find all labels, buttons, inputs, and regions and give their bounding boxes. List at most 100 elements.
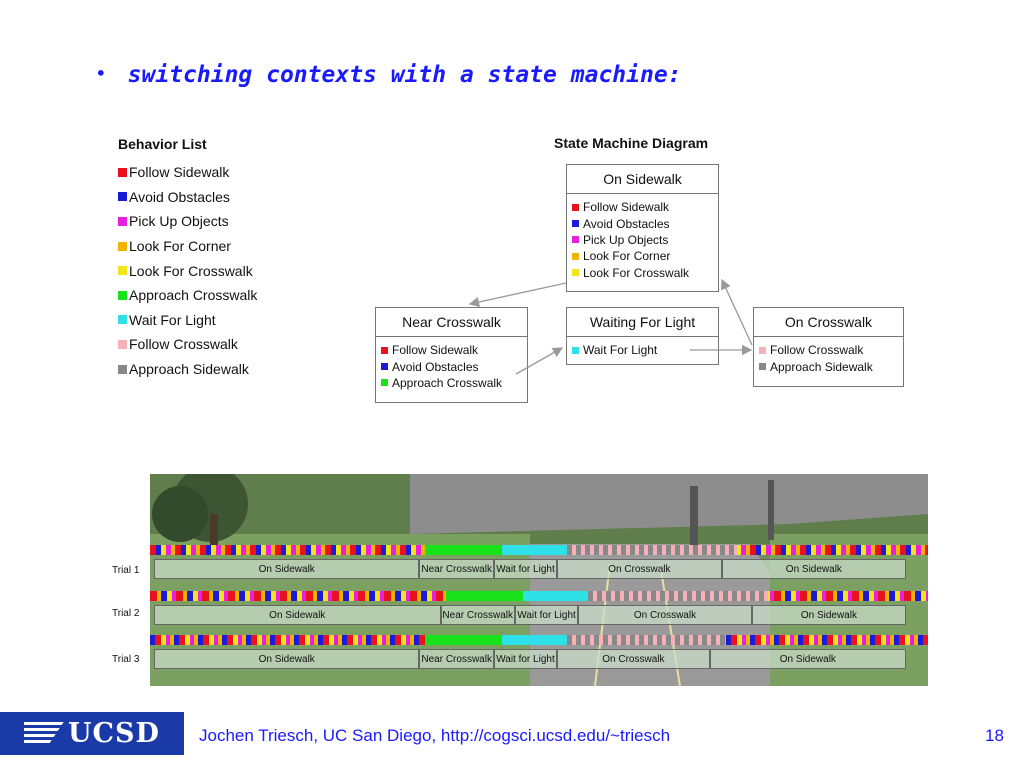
state-behavior-label: Follow Sidewalk: [583, 200, 670, 215]
state-behavior-label: Avoid Obstacles: [583, 216, 670, 231]
state-behavior-label: Look For Crosswalk: [583, 265, 690, 280]
state-waiting-for-light: Waiting For Light Wait For Light: [566, 307, 719, 365]
transition-arrow: [468, 282, 567, 308]
state-behavior: Pick Up Objects: [572, 232, 718, 248]
behavior-list: Follow Sidewalk Avoid Obstacles Pick Up …: [118, 160, 257, 381]
color-swatch: [118, 315, 127, 325]
timeline-segment: On Sidewalk: [709, 649, 906, 669]
state-behavior-label: Avoid Obstacles: [392, 359, 479, 374]
timeline-segment: Wait for Light: [514, 605, 579, 625]
color-swatch: [118, 266, 127, 276]
timeline-segment: On Sidewalk: [154, 649, 420, 669]
trial-label: Trial 3: [112, 654, 140, 665]
state-name: Near Crosswalk: [376, 308, 527, 337]
color-swatch: [759, 363, 766, 371]
state-behavior: Approach Sidewalk: [759, 358, 903, 374]
timeline-segment: Wait for Light: [493, 649, 558, 669]
behavior-item: Follow Sidewalk: [118, 160, 257, 185]
color-swatch: [118, 290, 127, 300]
state-name: Waiting For Light: [567, 308, 718, 337]
state-behavior: Wait For Light: [572, 342, 718, 358]
state-behavior: Follow Sidewalk: [572, 199, 718, 215]
state-on-crosswalk: On Crosswalk Follow Crosswalk Approach S…: [753, 307, 904, 387]
state-behavior: Avoid Obstacles: [381, 358, 527, 374]
color-swatch: [118, 364, 127, 374]
slide-title-text: switching contexts with a state machine:: [127, 62, 682, 88]
timeline-segment: Near Crosswalk: [419, 559, 494, 579]
behavior-label: Follow Sidewalk: [129, 164, 230, 181]
color-swatch: [381, 363, 388, 371]
trial-label: Trial 2: [112, 608, 140, 619]
behavior-item: Follow Crosswalk: [118, 332, 257, 357]
behavior-label: Avoid Obstacles: [129, 188, 230, 205]
timeline-segment: Near Crosswalk: [440, 605, 515, 625]
behavior-bar: [446, 591, 526, 601]
color-swatch: [572, 203, 579, 211]
timeline-segment: On Sidewalk: [751, 605, 906, 625]
state-behavior: Follow Sidewalk: [381, 342, 527, 358]
behavior-label: Look For Corner: [129, 238, 231, 255]
ucsd-logo: UCSD: [0, 712, 184, 755]
timeline-segment: On Crosswalk: [557, 559, 722, 579]
timeline-segment: On Sidewalk: [154, 559, 420, 579]
behavior-item: Look For Corner: [118, 234, 257, 259]
color-swatch: [572, 236, 579, 244]
color-swatch: [118, 241, 127, 251]
behavior-item: Wait For Light: [118, 308, 257, 333]
color-swatch: [118, 339, 127, 349]
behavior-label: Pick Up Objects: [129, 213, 229, 230]
behavior-item: Approach Crosswalk: [118, 283, 257, 308]
transition-arrow: [721, 278, 753, 346]
behavior-list-title: Behavior List: [118, 136, 207, 152]
behavior-item: Look For Crosswalk: [118, 258, 257, 283]
timeline-segment: On Crosswalk: [557, 649, 710, 669]
bullet: •: [96, 64, 106, 83]
state-name: On Crosswalk: [754, 308, 903, 337]
behavior-bar: [567, 635, 725, 645]
color-swatch: [572, 269, 579, 277]
state-behavior: Look For Corner: [572, 248, 718, 264]
behavior-label: Look For Crosswalk: [129, 262, 253, 279]
timeline-segment: Wait for Light: [493, 559, 558, 579]
state-name: On Sidewalk: [567, 165, 718, 194]
timeline-segment: Near Crosswalk: [419, 649, 494, 669]
page-number: 18: [985, 726, 1004, 745]
behavior-bar: [567, 545, 737, 555]
color-swatch: [118, 216, 127, 226]
trial-label: Trial 1: [112, 565, 140, 576]
logo-text: UCSD: [68, 718, 160, 749]
state-behavior-label: Follow Crosswalk: [770, 343, 864, 358]
color-swatch: [572, 252, 579, 260]
timeline-segment: On Crosswalk: [578, 605, 752, 625]
logo-stripes-icon: [24, 721, 65, 746]
color-swatch: [759, 346, 766, 354]
behavior-bar: [588, 591, 768, 601]
footer-credit: Jochen Triesch, UC San Diego, http://cog…: [199, 726, 671, 745]
color-swatch: [381, 346, 388, 354]
behavior-label: Approach Sidewalk: [129, 361, 249, 378]
color-swatch: [118, 192, 127, 202]
state-machine-title: State Machine Diagram: [554, 135, 709, 151]
color-swatch: [118, 167, 127, 177]
timeline-segment: On Sidewalk: [721, 559, 906, 579]
behavior-bar: [523, 591, 588, 601]
state-behavior: Look For Crosswalk: [572, 265, 718, 281]
state-behavior: Avoid Obstacles: [572, 215, 718, 231]
behavior-label: Approach Crosswalk: [129, 287, 258, 304]
behavior-label: Wait For Light: [129, 311, 216, 328]
state-behavior: Approach Crosswalk: [381, 375, 527, 391]
behavior-item: Approach Sidewalk: [118, 357, 257, 382]
behavior-label: Follow Crosswalk: [129, 336, 238, 353]
behavior-bar: [425, 545, 505, 555]
state-on-sidewalk: On Sidewalk Follow Sidewalk Avoid Obstac…: [566, 164, 719, 292]
state-behavior-label: Approach Crosswalk: [392, 375, 503, 390]
behavior-item: Pick Up Objects: [118, 209, 257, 234]
state-behavior-label: Look For Corner: [583, 249, 671, 264]
color-swatch: [381, 379, 388, 387]
state-behavior-label: Follow Sidewalk: [392, 343, 479, 358]
behavior-bar: [502, 545, 567, 555]
color-swatch: [572, 220, 579, 228]
state-behavior: Follow Crosswalk: [759, 342, 903, 358]
behavior-item: Avoid Obstacles: [118, 185, 257, 210]
